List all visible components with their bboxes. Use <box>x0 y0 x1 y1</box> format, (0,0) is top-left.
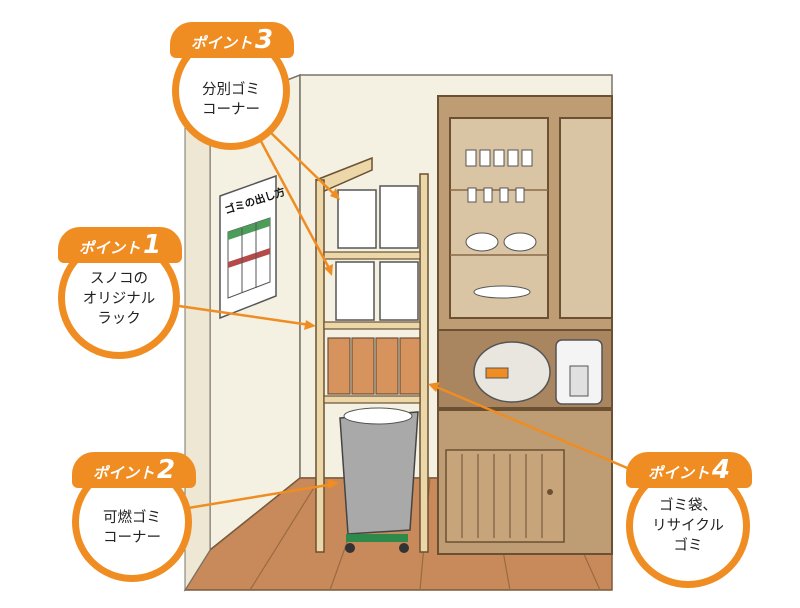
callout-tab: ポイント1 <box>58 227 182 263</box>
callout-tab: ポイント4 <box>626 452 752 488</box>
point-1-callout: ポイント1 スノコの オリジナル ラック <box>50 215 190 359</box>
callout-text: ゴミ袋、 リサイクル ゴミ <box>626 496 750 556</box>
point-number: 2 <box>156 455 176 485</box>
callout-line: 分別ゴミ <box>202 82 260 98</box>
callout-line: リサイクル <box>652 518 724 534</box>
poster-chart-icon <box>227 217 271 299</box>
file-boxes-icon <box>327 337 421 395</box>
bowls-icon <box>465 232 537 299</box>
point-4-callout: ポイント4 ゴミ袋、 リサイクル ゴミ <box>616 440 762 588</box>
sorting-bins-icon <box>335 185 419 321</box>
glasses-icon <box>465 149 533 203</box>
callout-text: 分別ゴミ コーナー <box>172 80 290 120</box>
callout-line: ラック <box>97 311 141 327</box>
point-word: ポイント <box>190 34 253 52</box>
garbage-rules-poster: ゴミの出し方 <box>219 174 287 320</box>
callout-tab: ポイント2 <box>72 452 196 488</box>
point-2-callout: ポイント2 可燃ゴミ コーナー <box>64 440 204 582</box>
callout-line: コーナー <box>202 102 260 118</box>
callout-line: オリジナル <box>82 291 156 307</box>
point-word: ポイント <box>78 239 141 257</box>
leader-lines <box>171 129 633 512</box>
callout-line: 可燃ゴミ <box>103 510 161 526</box>
callout-tab: ポイント3 <box>170 22 294 58</box>
kitchen-cupboard <box>437 95 613 555</box>
callout-line: ゴミ <box>673 538 703 554</box>
sunoko-rack <box>314 156 429 553</box>
callout-line: スノコの <box>90 271 148 287</box>
point-number: 4 <box>711 455 731 485</box>
callout-line: コーナー <box>103 530 161 546</box>
callout-line: ゴミ袋、 <box>659 498 717 514</box>
electric-pot-icon <box>555 339 603 405</box>
point-number: 3 <box>254 25 274 55</box>
point-3-callout: ポイント3 分別ゴミ コーナー <box>160 10 300 150</box>
point-word: ポイント <box>647 464 710 482</box>
arrow-heads <box>304 188 440 489</box>
rice-cooker-icon <box>473 341 551 403</box>
point-number: 1 <box>142 230 162 260</box>
callout-text: スノコの オリジナル ラック <box>58 269 180 329</box>
point-word: ポイント <box>92 464 155 482</box>
callout-text: 可燃ゴミ コーナー <box>72 508 192 548</box>
trash-can-icon <box>339 407 419 553</box>
